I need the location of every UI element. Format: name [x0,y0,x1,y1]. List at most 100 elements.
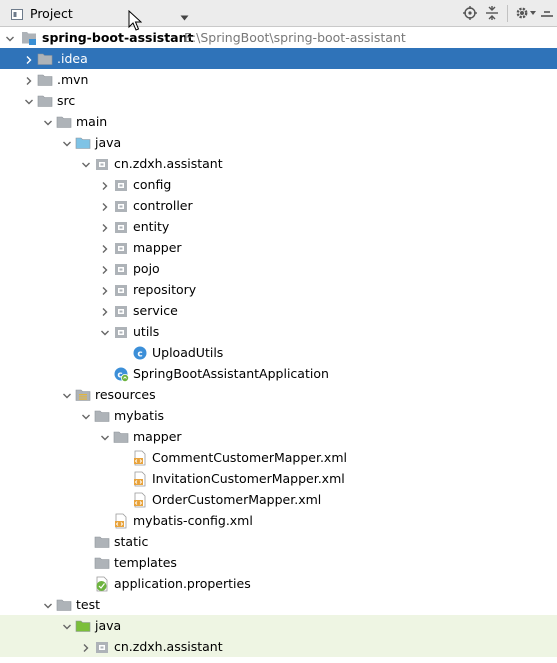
chevron-down-icon[interactable] [43,599,53,609]
tree-item-label: OrderCustomerMapper.xml [152,492,322,507]
tree-item-label: InvitationCustomerMapper.xml [152,471,345,486]
chevron-right-icon[interactable] [100,305,110,316]
hide-icon[interactable] [540,6,554,23]
tree-row[interactable]: java [0,132,557,153]
tree-row[interactable]: OrderCustomerMapper.xml [0,489,557,510]
mouse-cursor-icon [128,9,143,35]
tree-item-label: repository [133,282,197,297]
tree-row[interactable]: mapper [0,426,557,447]
resources-folder-icon [75,387,91,403]
tree-item-label: mapper [133,429,182,444]
chevron-down-icon[interactable] [62,137,72,147]
tree-item-label: mybatis-config.xml [133,513,253,528]
chevron-right-icon[interactable] [100,179,110,190]
properties-file-icon [94,576,110,592]
tree-item-label: .idea [57,51,88,66]
tree-item-label: spring-boot-assistant [42,30,194,45]
locate-icon[interactable] [463,6,477,23]
folder-icon [37,93,53,109]
tree-row[interactable]: mybatis-config.xml [0,510,557,531]
tree-row[interactable]: c UploadUtils [0,342,557,363]
tree-row[interactable]: c SpringBootAssistantApplication [0,363,557,384]
dropdown-icon[interactable] [180,9,189,24]
chevron-down-icon[interactable] [5,32,15,42]
tree-row[interactable]: mybatis [0,405,557,426]
folder-icon [94,408,110,424]
tree-row[interactable]: test [0,594,557,615]
chevron-down-icon[interactable] [100,326,110,336]
chevron-right-icon[interactable] [100,263,110,274]
svg-text:c: c [117,371,122,381]
tree-row[interactable]: pojo [0,258,557,279]
chevron-down-icon[interactable] [24,95,34,105]
tree-row[interactable]: resources [0,384,557,405]
tree-item-label: SpringBootAssistantApplication [133,366,329,381]
folder-icon [94,555,110,571]
chevron-down-icon[interactable] [81,158,91,168]
chevron-down-icon[interactable] [100,431,110,441]
tool-window-title[interactable]: Project [30,6,73,21]
tree-row[interactable]: templates [0,552,557,573]
project-tool-window-header: Project [0,0,557,27]
tree-item-label: resources [95,387,156,402]
project-icon [11,8,23,20]
tree-item-label: templates [114,555,177,570]
chevron-right-icon[interactable] [100,221,110,232]
tree-item-label: utils [133,324,160,339]
tree-item-label: static [114,534,149,549]
package-icon [113,198,129,214]
tree-row[interactable]: application.properties [0,573,557,594]
tree-row[interactable]: config [0,174,557,195]
tree-row[interactable]: .idea [0,48,557,69]
chevron-down-icon[interactable] [81,410,91,420]
tree-row[interactable]: InvitationCustomerMapper.xml [0,468,557,489]
svg-text:c: c [137,350,142,360]
tree-row[interactable]: utils [0,321,557,342]
tree-row[interactable]: cn.zdxh.assistant [0,636,557,657]
xml-file-icon [132,471,148,487]
tree-item-label: java [95,618,122,633]
tree-item-label: src [57,93,76,108]
tree-row[interactable]: src [0,90,557,111]
tree-row[interactable]: entity [0,216,557,237]
gear-icon[interactable] [515,6,537,23]
tree-row[interactable]: repository [0,279,557,300]
collapse-icon[interactable] [485,6,499,23]
tree-item-label: UploadUtils [152,345,224,360]
chevron-right-icon[interactable] [100,242,110,253]
chevron-right-icon[interactable] [81,641,91,652]
chevron-right-icon[interactable] [24,74,34,85]
tree-item-label: CommentCustomerMapper.xml [152,450,347,465]
package-icon [113,177,129,193]
chevron-right-icon[interactable] [100,284,110,295]
tree-item-label: service [133,303,178,318]
tree-row[interactable]: .mvn [0,69,557,90]
chevron-down-icon[interactable] [62,620,72,630]
chevron-down-icon[interactable] [43,116,53,126]
tree-item-label: .mvn [57,72,89,87]
package-icon [113,261,129,277]
package-icon [113,240,129,256]
tree-row[interactable]: CommentCustomerMapper.xml [0,447,557,468]
chevron-right-icon[interactable] [24,53,34,64]
tree-row[interactable]: main [0,111,557,132]
chevron-down-icon[interactable] [62,389,72,399]
tree-row[interactable]: cn.zdxh.assistant [0,153,557,174]
tree-item-label: java [95,135,122,150]
tree-row[interactable]: static [0,531,557,552]
package-icon [113,303,129,319]
tree-item-label: main [76,114,108,129]
tree-row[interactable]: mapper [0,237,557,258]
chevron-right-icon[interactable] [100,200,110,211]
tree-item-label: config [133,177,172,192]
tree-row[interactable]: controller [0,195,557,216]
tree-item-label: cn.zdxh.assistant [114,156,223,171]
tree-row[interactable]: service [0,300,557,321]
xml-file-icon [113,513,129,529]
folder-icon [94,534,110,550]
folder-icon [37,51,53,67]
folder-icon [56,114,72,130]
test-folder-icon [75,618,91,634]
tree-row[interactable]: java [0,615,557,636]
